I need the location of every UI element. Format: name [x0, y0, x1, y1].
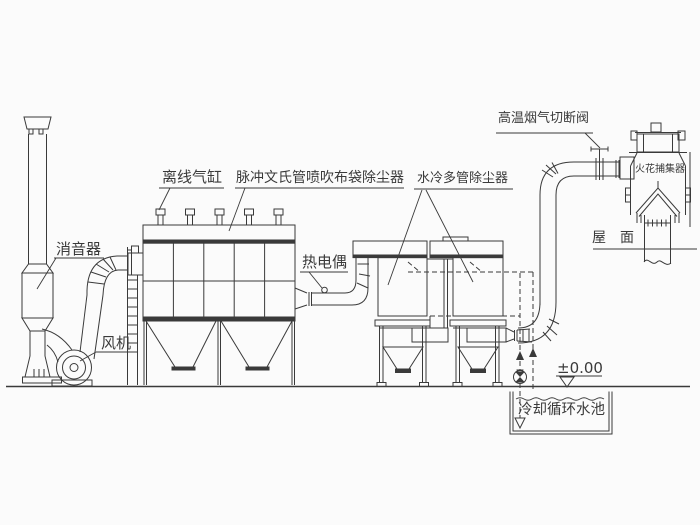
baghouse	[142, 208, 296, 385]
spark-collector	[625, 122, 691, 265]
label-cooling-pool: 冷却循环水池	[518, 402, 605, 418]
cooling-pool	[509, 391, 613, 435]
label-elevation: ±0.00	[557, 359, 603, 377]
label-water-cooled-collector: 水冷多管除尘器	[417, 171, 509, 186]
label-offline-cylinder: 离线气缸	[162, 168, 223, 186]
leader-lines	[36, 132, 601, 362]
pulse-cylinders	[155, 208, 284, 226]
label-thermocouple: 热电偶	[302, 253, 348, 271]
label-muffler: 消音器	[56, 240, 102, 258]
riser-pipe	[505, 161, 620, 344]
fan-inlet-duct	[79, 255, 128, 360]
shutoff-valve	[590, 146, 635, 180]
label-fan: 风机	[101, 334, 132, 352]
pump	[513, 369, 527, 384]
fan	[41, 328, 93, 387]
elevation-marker	[556, 375, 602, 388]
interconnect-duct	[294, 257, 371, 310]
exhaust-stack	[22, 116, 62, 384]
thermocouple-sensor	[321, 286, 328, 294]
muffler	[21, 263, 54, 332]
label-spark-collector: 火花捕集器	[635, 164, 685, 175]
label-roof: 屋 面	[592, 230, 634, 246]
label-pulse-bag-filter: 脉冲文氏管喷吹布袋除尘器	[236, 170, 404, 186]
label-high-temp-valve: 高温烟气切断阀	[498, 111, 590, 126]
flow-arrows	[514, 348, 537, 430]
water-cooled-collectors	[352, 236, 507, 387]
